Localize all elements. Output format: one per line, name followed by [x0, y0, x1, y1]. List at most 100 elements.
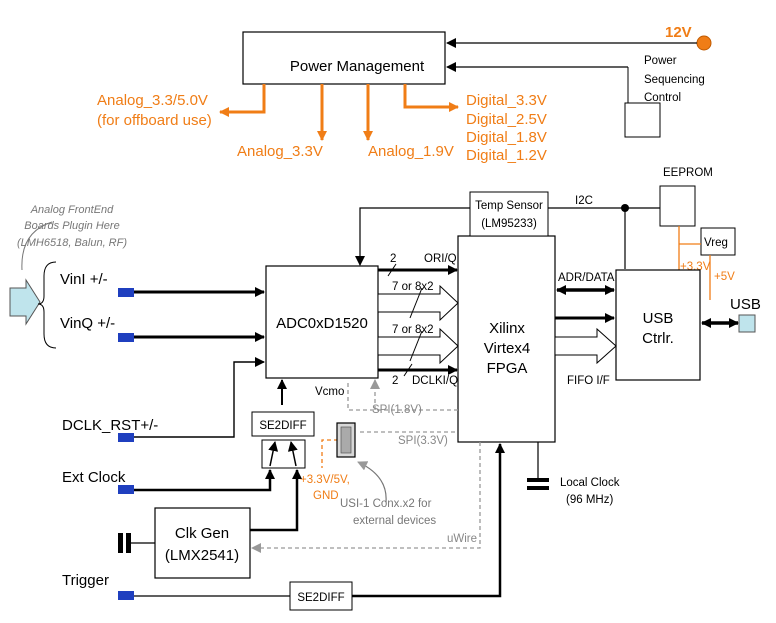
supply-dash [321, 439, 338, 468]
usi-label-1: USI-1 Conx.x2 for [340, 498, 432, 510]
rail-digital-12-label: Digital_1.2V [466, 147, 547, 164]
input-brace [37, 261, 57, 349]
usb-controller-block [615, 269, 701, 381]
usb-controller-label-1: USB [643, 310, 674, 327]
rail-analog-33-label: Analog_3.3V [237, 143, 323, 160]
vreg-label: Vreg [704, 237, 728, 249]
sequencing-label-3: Control [644, 92, 681, 104]
data-bus-2-label: 7 or 8x2 [392, 324, 434, 336]
vini-label: VinI +/- [60, 271, 108, 288]
local-clock-crystal [527, 478, 549, 482]
clock-buffer-left-arrow [268, 441, 279, 467]
dclk-rst-line [134, 357, 265, 438]
ori-slash [387, 263, 397, 277]
spi18-line [347, 380, 458, 411]
v5-label: +5V [714, 271, 735, 283]
trigger-connector [118, 591, 134, 600]
rail-analog-offboard-arrow [219, 84, 266, 117]
rail-analog-19-label: Analog_1.9V [368, 143, 454, 160]
ext-clock-label: Ext Clock [62, 469, 126, 486]
temp-sensor-label-2: (LM95233) [481, 218, 537, 230]
12v-input-node [696, 35, 712, 51]
ext-clock-connector [118, 485, 134, 494]
trigger-label: Trigger [62, 572, 109, 589]
data-bus-2 [377, 327, 459, 365]
ori-count: 2 [390, 253, 396, 265]
power-management-label: Power Management [290, 58, 425, 75]
rail-digital-33-label: Digital_3.3V [466, 92, 547, 109]
dclki-count: 2 [392, 375, 398, 387]
local-clock-label-2: (96 MHz) [566, 494, 613, 506]
eeprom-block [659, 185, 696, 227]
usb-controller-label-2: Ctrlr. [642, 330, 674, 347]
clkgen-label-2: (LMX2541) [165, 547, 239, 564]
se2diff-bottom-label: SE2DIFF [297, 592, 344, 604]
fifo-label: FIFO I/F [567, 375, 610, 387]
usb-port-label: USB [730, 296, 761, 313]
fpga-label-1: Xilinx [489, 320, 525, 337]
uwire-label: uWire [447, 533, 477, 545]
dclki-slash [403, 363, 413, 377]
adc-block [265, 265, 379, 379]
fpga-label-3: FPGA [487, 360, 528, 377]
frontend-note-3: (LMH6518, Balun, RF) [17, 237, 127, 249]
fpga-label-2: Virtex4 [484, 340, 530, 357]
ori-label: ORI/Q [424, 253, 457, 265]
local-clock-crystal-2 [527, 486, 549, 490]
clkgen-out-line [250, 469, 302, 532]
spi33-label: SPI(3.3V) [398, 435, 448, 447]
frontend-note-2: Boards Plugin Here [24, 220, 119, 232]
temp-to-adc-line [355, 207, 470, 266]
dclki-label: DCLKI/Q [412, 375, 458, 387]
dclk-rst-connector [118, 433, 134, 442]
adr-data-label: ADR/DATA [558, 272, 615, 284]
clkgen-crystal [118, 533, 123, 553]
se2diff-bottom-block [289, 581, 353, 611]
data-bus-1-slash [409, 287, 423, 319]
spi18-label: SPI(1.8V) [372, 404, 422, 416]
vreg-block [700, 227, 736, 256]
uwire-line [251, 442, 481, 553]
sequencing-box [624, 102, 661, 138]
usi-pointer [357, 461, 387, 503]
clock-buffer-right-arrow [287, 441, 298, 467]
rail-digital-arrow [403, 84, 459, 112]
sequencing-label-1: Power [644, 55, 677, 67]
vinq-connector [118, 333, 134, 342]
fpga-block [457, 235, 556, 443]
usi-label-2: external devices [353, 515, 436, 527]
ext-clock-line [134, 469, 275, 492]
data-bus-2-slash [409, 330, 423, 362]
usi-connector-inner [340, 426, 352, 454]
rail-digital-25-label: Digital_2.5V [466, 111, 547, 128]
frontend-pointer [21, 221, 53, 271]
adc-label: ADC0xD1520 [276, 315, 368, 332]
analog-input-arrow [9, 278, 41, 326]
clkgen-block [154, 507, 251, 579]
power-management-block [242, 31, 446, 85]
clock-buffer-box [261, 439, 306, 469]
rail-analog-offboard-label-2: (for offboard use) [97, 112, 212, 129]
vinq-label: VinQ +/- [60, 315, 115, 332]
se2diff-top-block [251, 411, 315, 437]
frontend-note-1: Analog FrontEnd [30, 204, 114, 216]
clkgen-crystal-2 [126, 533, 131, 553]
rail-digital-18-label: Digital_1.8V [466, 129, 547, 146]
rail-analog-offboard-label-1: Analog_3.3/5.0V [97, 92, 208, 109]
vini-connector [118, 288, 134, 297]
local-clock-label-1: Local Clock [560, 477, 620, 489]
sequencing-label-2: Sequencing [644, 74, 705, 86]
temp-sensor-label-1: Temp Sensor [475, 200, 543, 212]
data-bus-1 [377, 284, 459, 322]
fifo-bus [554, 327, 617, 365]
i2c-label: I2C [575, 195, 593, 207]
12v-label: 12V [665, 24, 692, 41]
dclk-rst-label: DCLK_RST+/- [62, 417, 158, 434]
supply-label-1: +3.3V/5V, [300, 474, 350, 486]
eeprom-label: EEPROM [663, 167, 713, 179]
se2diff-top-label: SE2DIFF [259, 420, 306, 432]
temp-sensor-block [469, 191, 549, 237]
trigger-to-fpga-line [352, 443, 505, 598]
